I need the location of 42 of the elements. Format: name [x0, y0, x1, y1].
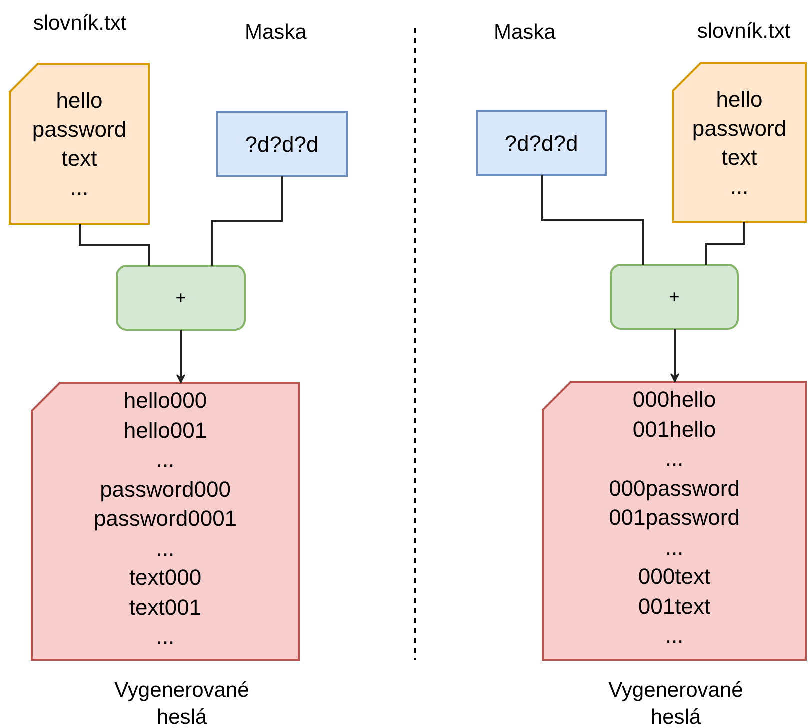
list-item-text: 001password	[609, 504, 740, 532]
list-item-text: hello	[56, 87, 103, 115]
list-item-text: ...	[156, 534, 175, 562]
connector-line	[211, 176, 283, 266]
list-item-text: password	[32, 116, 127, 144]
column-heading: Maska	[494, 20, 556, 46]
connector-line	[541, 175, 644, 265]
list-item-text: text000	[129, 564, 202, 592]
list-item-text: +	[669, 286, 680, 309]
list-item-text: 000password	[609, 474, 740, 503]
list-item-text: hello	[716, 86, 763, 114]
column-heading: Maska	[245, 20, 307, 46]
list-item-text: 000text	[638, 563, 711, 591]
caption-text: slovník.txt	[696, 19, 792, 45]
arrow	[670, 329, 680, 382]
list-item-text: ...	[156, 446, 175, 474]
caption-text: slovník.txt	[32, 11, 128, 37]
list-item-text: ...	[70, 174, 89, 202]
list-item-text: hello000	[124, 387, 208, 415]
list-item-text: password0001	[94, 505, 238, 533]
list-item-text: ?d?d?d	[245, 130, 319, 158]
list-item-text: ...	[156, 623, 175, 651]
connector-line	[705, 222, 745, 265]
list-item-text: password000	[100, 476, 231, 504]
list-item-text: ...	[665, 534, 684, 562]
arrow	[176, 330, 186, 384]
caption-text: Vygenerované heslá	[114, 678, 250, 728]
list-item-text: 001text	[638, 592, 711, 620]
caption-text: Vygenerované heslá	[608, 678, 744, 728]
list-item-text: password	[692, 114, 787, 142]
list-item-text: ...	[730, 172, 749, 200]
list-item-text: text	[62, 145, 98, 173]
list-item-text: text001	[129, 594, 202, 622]
list-item-text: hello001	[124, 416, 208, 444]
list-item-text: 001hello	[632, 416, 716, 444]
list-item-text: text	[722, 144, 758, 172]
list-item-text: ...	[665, 445, 684, 473]
list-item-text: ?d?d?d	[504, 130, 578, 158]
list-item-text: ...	[665, 622, 684, 650]
list-item-text: 000hello	[632, 386, 716, 414]
connector-line	[79, 224, 150, 266]
list-item-text: +	[176, 287, 186, 310]
